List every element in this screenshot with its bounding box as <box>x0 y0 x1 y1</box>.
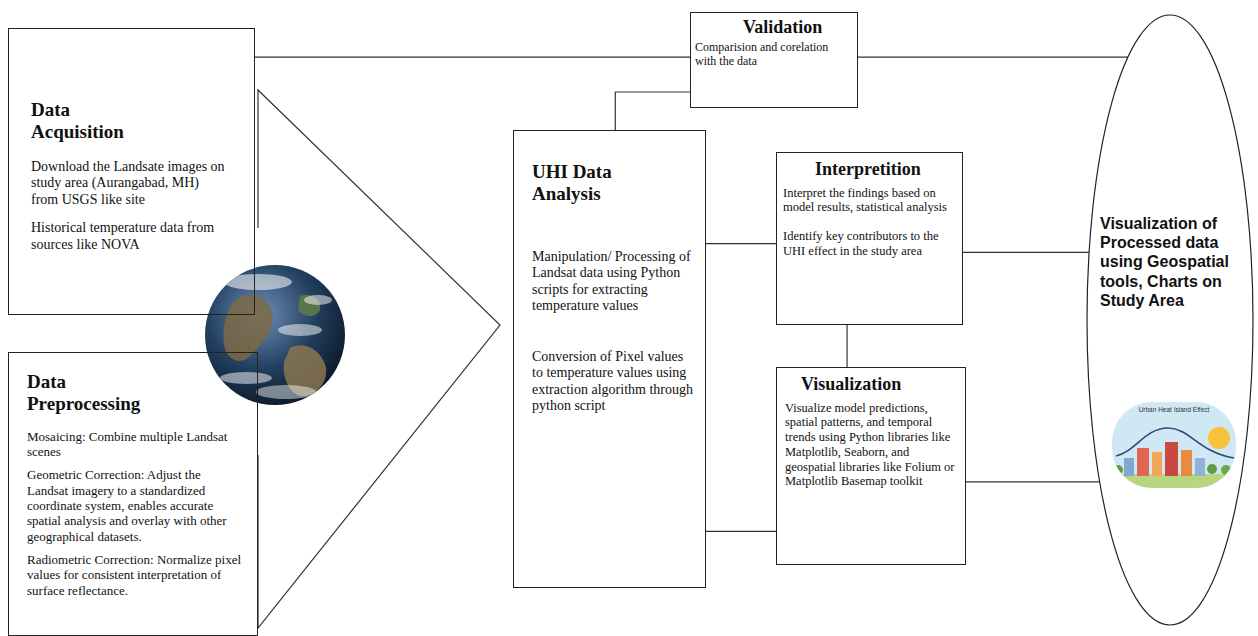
box-text: Interpret the findings based on model re… <box>783 186 954 216</box>
box-heading: Data Acquisition <box>31 99 151 143</box>
process-box: Data PreprocessingMosaicing: Combine mul… <box>8 352 258 636</box>
box-text: Manipulation/ Processing of Landsat data… <box>532 249 693 315</box>
building <box>1165 442 1178 476</box>
process-box: InterpretitionInterpret the findings bas… <box>776 152 963 325</box>
box-text: Historical temperature data from sources… <box>31 220 229 253</box>
globe-illustration <box>205 265 345 405</box>
ground <box>1112 474 1236 488</box>
connector-line <box>858 57 1128 58</box>
box-heading: Visualization <box>801 374 957 395</box>
box-text: Radiometric Correction: Normalize pixel … <box>27 552 245 598</box>
box-text: Comparision and corelation with the data <box>695 40 839 68</box>
connector-line <box>706 531 776 532</box>
tree <box>1113 465 1123 475</box>
chevron-arrow <box>258 90 500 628</box>
tree <box>1207 464 1217 474</box>
process-box: Data AcquisitionDownload the Landsate im… <box>8 28 255 315</box>
globe-cloud <box>304 295 332 305</box>
connector-line <box>706 243 776 244</box>
box-text: Visualize model predictions, spatial pat… <box>785 401 957 490</box>
box-heading: Interpretition <box>815 159 954 180</box>
process-box: VisualizationVisualize model predictions… <box>776 367 966 565</box>
connector-line <box>846 325 847 367</box>
box-text: Conversion of Pixel values to temperatur… <box>532 349 693 415</box>
building <box>1124 458 1134 476</box>
building <box>1152 452 1162 476</box>
sky <box>1112 402 1236 488</box>
building <box>1195 458 1205 476</box>
globe-cloud <box>224 274 292 290</box>
ellipse-shape <box>1087 15 1253 625</box>
temperature-curve <box>1116 428 1234 458</box>
box-heading: Data Preprocessing <box>27 371 167 415</box>
box-heading: UHI Data Analysis <box>532 161 642 205</box>
ellipse-text: Visualization of Processed data using Ge… <box>1100 214 1242 310</box>
globe-cloud <box>256 385 316 399</box>
illustration-label: Urban Heat Island Effect <box>1128 406 1220 413</box>
globe-cloud <box>278 324 322 336</box>
tree <box>1221 465 1231 475</box>
sun <box>1208 427 1230 449</box>
process-box: ValidationComparision and corelation wit… <box>690 12 858 108</box>
ellipse-outline <box>1086 14 1254 626</box>
globe-body <box>205 265 345 405</box>
globe-cloud <box>220 372 272 384</box>
box-text: Mosaicing: Combine multiple Landsat scen… <box>27 429 245 460</box>
connector-line <box>966 481 1100 482</box>
connector-line <box>615 92 690 130</box>
box-text: Geometric Correction: Adjust the Landsat… <box>27 467 245 544</box>
output-ellipse: Visualization of Processed data using Ge… <box>1086 14 1254 626</box>
building <box>1137 448 1149 476</box>
building <box>1181 450 1192 476</box>
uhi-illustration <box>1112 402 1236 488</box>
process-box: UHI Data AnalysisManipulation/ Processin… <box>513 130 706 588</box>
box-heading: Validation <box>743 17 839 38</box>
box-text: Download the Landsate images on study ar… <box>31 159 229 209</box>
connector-line <box>255 57 690 58</box>
connector-line <box>963 252 1089 253</box>
box-text: Identify key contributors to the UHI eff… <box>783 229 954 259</box>
